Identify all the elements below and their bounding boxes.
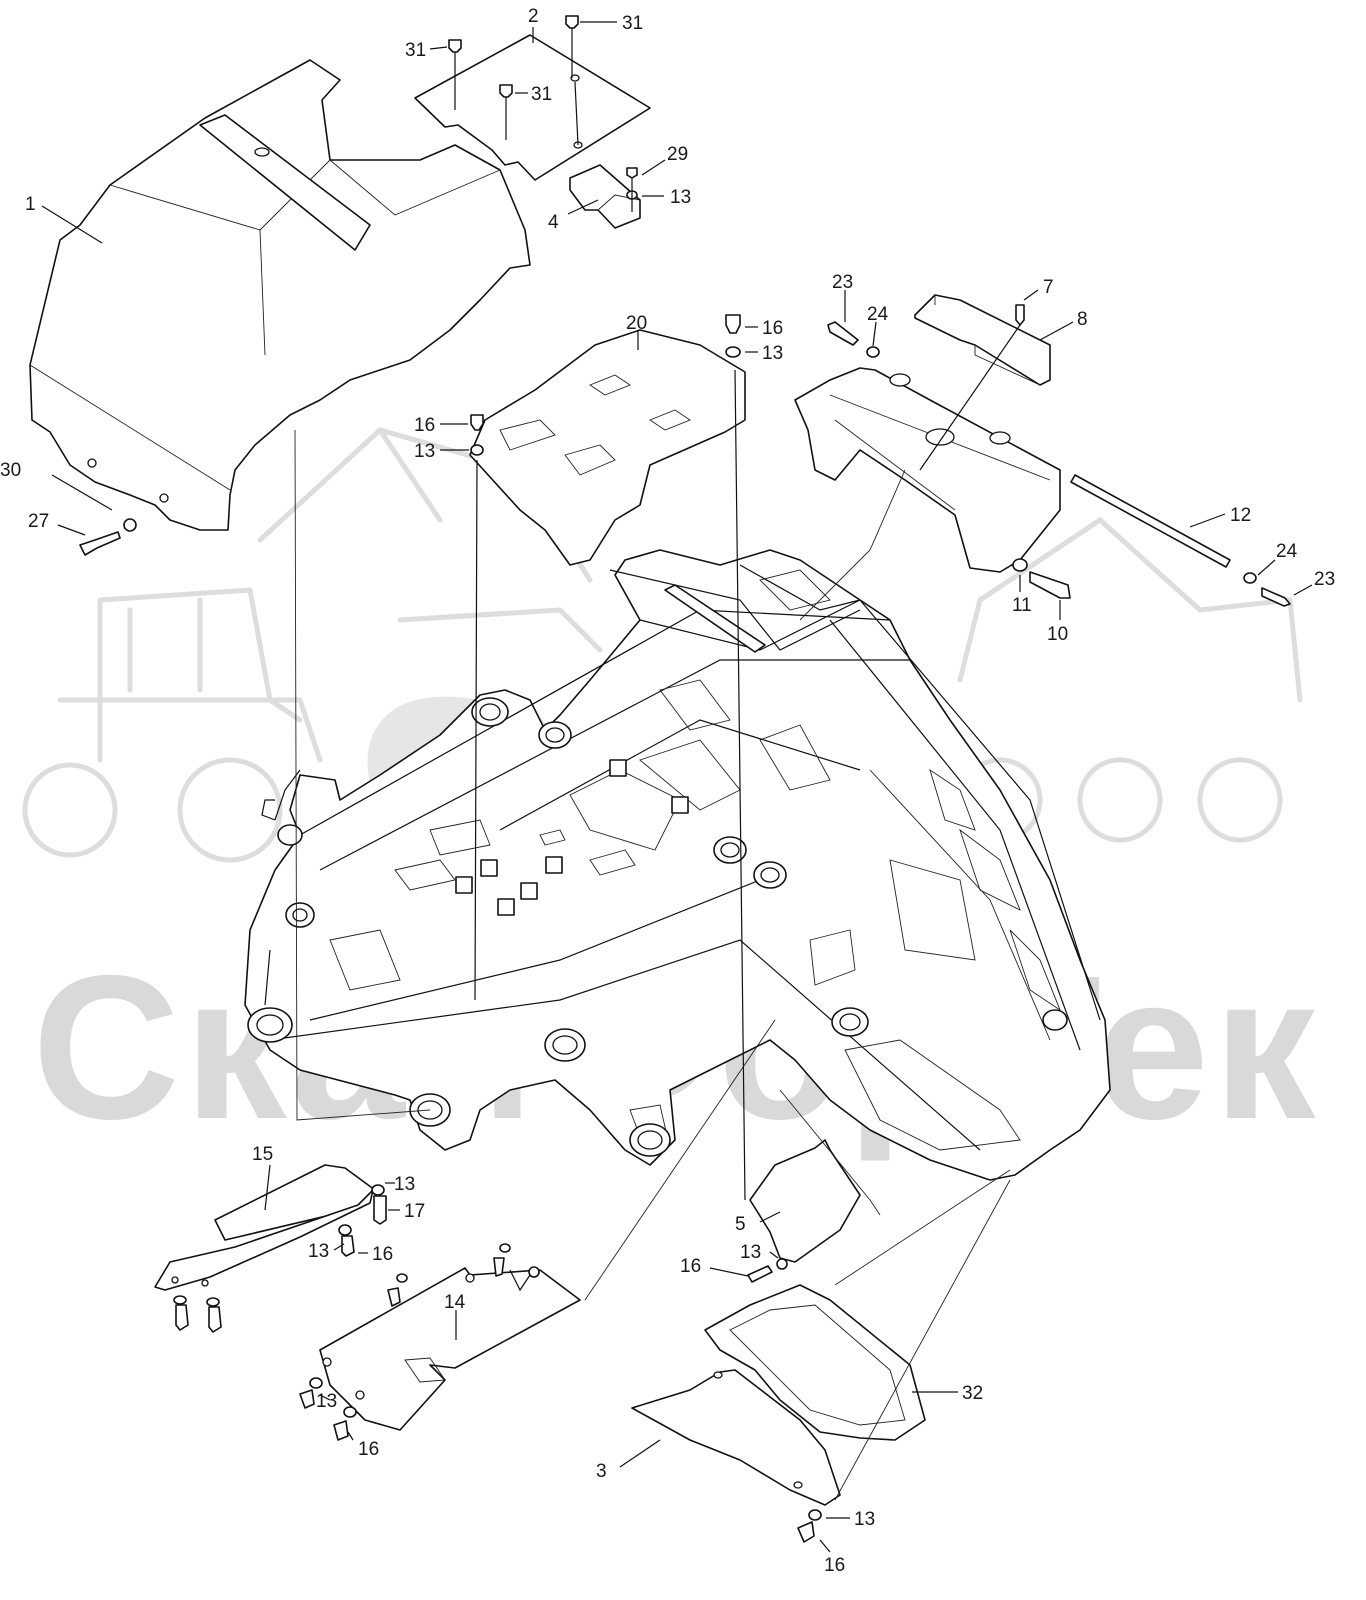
bolt-pair-14-top bbox=[387, 1243, 540, 1307]
callout-10: 10 bbox=[1047, 624, 1068, 645]
callout-4: 4 bbox=[548, 212, 559, 233]
callout-24-a: 24 bbox=[867, 304, 889, 325]
bolt-16-bottom bbox=[797, 1509, 822, 1543]
bolt-16-mid bbox=[470, 414, 484, 1001]
callout-16-a: 16 bbox=[762, 318, 783, 339]
callout-29: 29 bbox=[667, 144, 688, 165]
callout-32: 32 bbox=[962, 1383, 983, 1404]
callout-16-b: 16 bbox=[414, 415, 435, 436]
bolt-16-a bbox=[338, 1224, 355, 1257]
callout-13-g: 13 bbox=[740, 1242, 761, 1263]
bolt-7 bbox=[919, 304, 1025, 471]
callout-20: 20 bbox=[626, 313, 647, 334]
bolt-17 bbox=[371, 1184, 387, 1225]
callout-16-d: 16 bbox=[358, 1439, 379, 1460]
callout-24-b: 24 bbox=[1276, 541, 1298, 562]
bolt-10 bbox=[1012, 558, 1071, 599]
callout-16-f: 16 bbox=[824, 1555, 845, 1576]
part-14-bottom-cover bbox=[319, 1267, 581, 1431]
callout-23-b: 23 bbox=[1314, 569, 1335, 590]
callout-13-b: 13 bbox=[762, 343, 783, 364]
main-chassis-frame bbox=[244, 549, 1111, 1181]
callout-27: 27 bbox=[28, 511, 49, 532]
bolt-23-right bbox=[1243, 572, 1291, 607]
cab-mount-frame bbox=[794, 367, 1061, 573]
callout-31-c: 31 bbox=[531, 84, 552, 105]
bolt-31-c bbox=[499, 84, 513, 140]
callout-16-e: 16 bbox=[680, 1256, 701, 1277]
callout-31-a: 31 bbox=[405, 40, 426, 61]
part-2-top-plate bbox=[414, 34, 651, 181]
callout-14: 14 bbox=[444, 1292, 466, 1313]
callout-31-b: 31 bbox=[622, 13, 643, 34]
part-32-gasket bbox=[704, 1284, 926, 1441]
leader-lines bbox=[41, 21, 1313, 1553]
callout-15: 15 bbox=[252, 1144, 273, 1165]
callout-16-c: 16 bbox=[372, 1244, 393, 1265]
callout-13-a: 13 bbox=[670, 187, 691, 208]
callout-12: 12 bbox=[1230, 505, 1251, 526]
bolt-29 bbox=[626, 167, 638, 212]
part-3-bottom-plate bbox=[631, 1369, 841, 1506]
bolt-pair-14-bottom bbox=[299, 1377, 357, 1441]
bolt-16-top bbox=[725, 314, 746, 1201]
part-12-rod bbox=[1070, 474, 1231, 568]
callout-13-e: 13 bbox=[308, 1241, 329, 1262]
bolt-23-top bbox=[827, 321, 880, 358]
callout-5: 5 bbox=[735, 1214, 746, 1235]
bolt-31-b bbox=[565, 15, 579, 146]
callout-2: 2 bbox=[528, 6, 539, 27]
callout-13-c: 13 bbox=[414, 441, 435, 462]
callout-13-f: 13 bbox=[316, 1391, 337, 1412]
part-1-cab-cover bbox=[29, 59, 531, 531]
callout-17: 17 bbox=[404, 1201, 425, 1222]
part-5-shaped-plate bbox=[749, 1139, 861, 1263]
callout-13-d: 13 bbox=[394, 1174, 415, 1195]
callout-11: 11 bbox=[1012, 595, 1032, 616]
watermark-tractor-right bbox=[957, 517, 1303, 843]
callout-13-h: 13 bbox=[854, 1509, 875, 1530]
part-15-cover-plate bbox=[154, 1164, 376, 1291]
bolt-16-part5 bbox=[747, 1258, 788, 1283]
bolt-pair-15 bbox=[173, 1295, 222, 1333]
callout-labels: 1 2 31 31 31 29 13 4 23 24 7 8 20 16 13 … bbox=[0, 6, 1335, 1576]
bolt-27 bbox=[79, 518, 137, 556]
watermark-tractor-left bbox=[22, 587, 323, 863]
callout-1: 1 bbox=[25, 194, 36, 215]
callout-7: 7 bbox=[1043, 277, 1054, 298]
callout-3: 3 bbox=[596, 1461, 607, 1482]
callout-23-a: 23 bbox=[832, 272, 853, 293]
callout-8: 8 bbox=[1077, 309, 1088, 330]
part-8-block bbox=[914, 294, 1051, 386]
part-20-plate bbox=[469, 329, 746, 566]
bolt-31-a bbox=[448, 39, 462, 110]
callout-30: 30 bbox=[0, 460, 21, 481]
